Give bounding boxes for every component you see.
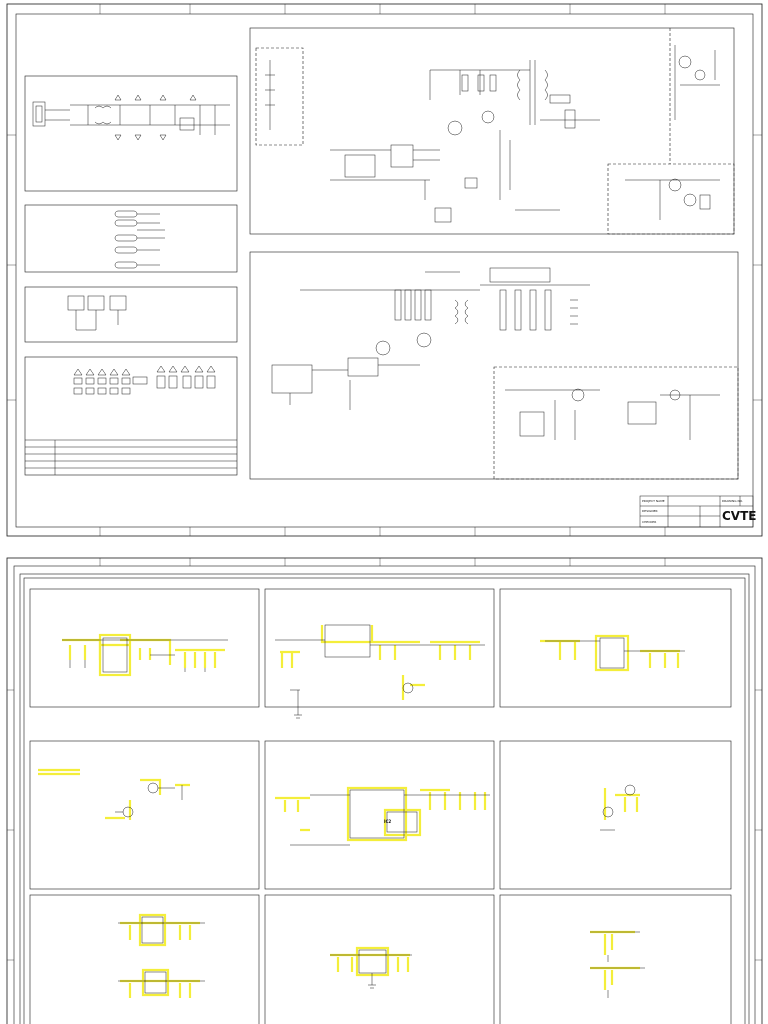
title-cell-designer: DESIGNER: [642, 509, 658, 513]
panel-r1c2: [264, 588, 495, 708]
title-cell-project: PROJECT NAME: [642, 499, 665, 503]
sense-sub-block: [255, 47, 304, 146]
panel-r2c3: [499, 740, 732, 890]
standby-sub-block: [607, 163, 735, 235]
panel-r1c1: [29, 588, 260, 708]
connector-block: [24, 204, 238, 273]
panel-r3c1: [29, 894, 260, 1024]
title-cell-drawing-no: DRAWING NO.: [722, 499, 743, 503]
parts-block: [24, 356, 238, 476]
cvte-logo-text: CVTE: [722, 509, 756, 523]
input-filter-circuit: [32, 94, 230, 141]
llc-block: [249, 251, 739, 480]
panel-r3c2: [264, 894, 495, 1024]
panel-r1c3: [499, 588, 732, 708]
highlight-traces: [38, 625, 680, 998]
pfc-circuit: [265, 45, 720, 223]
transformer-circuit: [67, 295, 127, 331]
transformer-block: [24, 286, 238, 343]
input-filter-block: [24, 75, 238, 192]
title-cell-checker: CHECKER: [642, 520, 656, 524]
title-block-1: [639, 495, 754, 528]
chip-label-ic2: IC2: [384, 819, 391, 824]
feedback-sub-block: [493, 366, 739, 480]
panel-r3c3: [499, 894, 732, 1024]
pfc-block: [249, 27, 735, 235]
circuit-lines: [62, 624, 685, 998]
sheet-2: [6, 557, 763, 1024]
parts-symbols: [25, 365, 237, 475]
llc-circuit: [271, 267, 720, 440]
panel-r2c2: [264, 740, 495, 890]
connector-circuit: [114, 210, 165, 269]
panel-r2c1: [29, 740, 260, 890]
sheet-1: [6, 3, 763, 537]
